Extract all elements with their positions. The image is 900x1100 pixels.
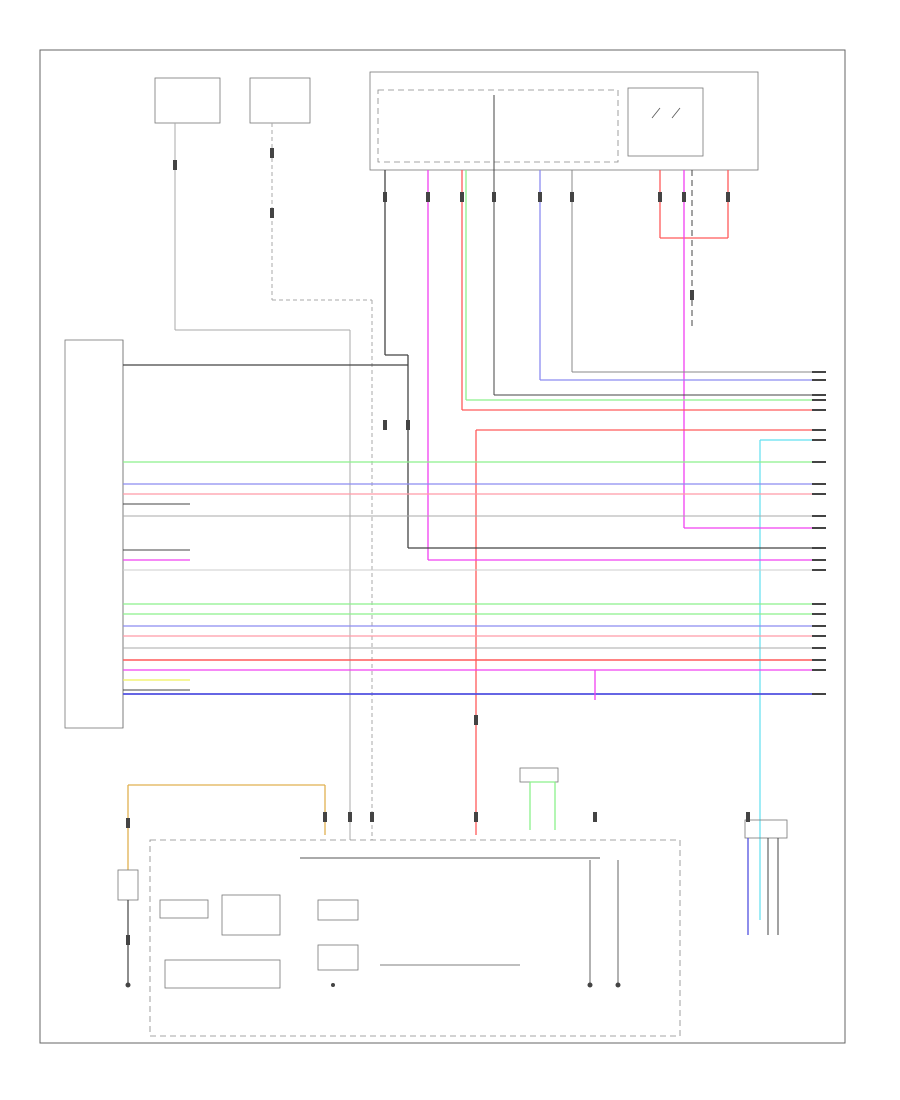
vertical-wires	[384, 95, 729, 835]
lower-left-component	[117, 784, 326, 988]
terminal-ticks	[812, 371, 826, 695]
bottom-assembly-internals	[159, 857, 621, 989]
ecu-wires	[123, 364, 812, 700]
top-center-component	[249, 77, 373, 840]
bottom-assembly	[149, 839, 681, 1037]
ecu-block	[64, 339, 124, 729]
top-left-component	[154, 77, 351, 840]
connector-markers	[126, 148, 750, 945]
diagram-frame	[39, 49, 846, 1044]
lower-right-component	[519, 767, 559, 830]
junction-block	[369, 71, 759, 171]
horizontal-wires	[408, 371, 812, 920]
right-bottom-component	[744, 819, 788, 935]
